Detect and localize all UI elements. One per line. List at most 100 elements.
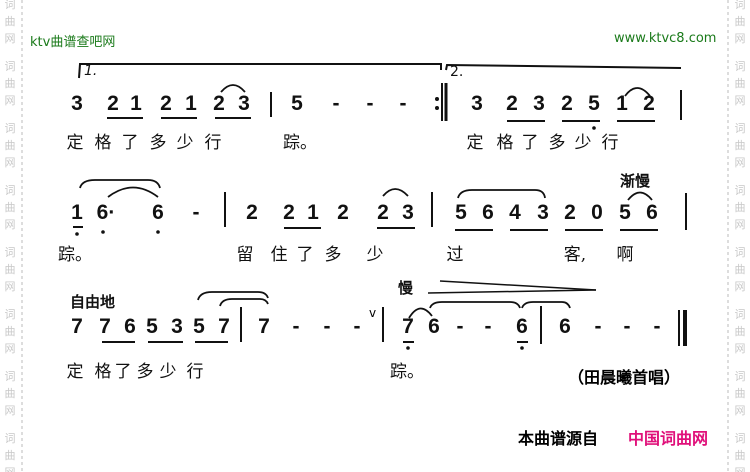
lyric-syllable: 踪。 <box>58 245 92 265</box>
breath-mark: v <box>369 306 377 320</box>
note: 4 <box>509 201 521 224</box>
note: 2 <box>160 92 172 115</box>
lyric-syllable: 行 <box>204 133 222 153</box>
note: 6 <box>646 201 658 224</box>
note: 3 <box>171 315 183 338</box>
side-watermark: 词曲网 <box>734 60 746 107</box>
site-url[interactable]: www.ktvc8.com <box>614 31 717 46</box>
volta-1-bracket <box>78 63 442 79</box>
lyric-syllable: 客, <box>563 245 587 265</box>
side-watermark: 词曲网 <box>4 246 16 293</box>
note: 2 <box>246 201 258 224</box>
lyric-syllable: 踪。 <box>283 133 317 153</box>
note: 2 <box>564 201 576 224</box>
note: 1 <box>185 92 197 115</box>
singer-credit: （田晨曦首唱） <box>568 368 681 387</box>
lyric-syllable: 行 <box>186 362 204 382</box>
note: 1 <box>307 201 319 224</box>
note: 7 <box>71 315 83 338</box>
note-dash: - <box>332 92 340 115</box>
lyric-syllable: 格 <box>94 133 112 153</box>
note: 7 <box>258 315 270 338</box>
lyric-syllable: 住 <box>270 245 288 265</box>
lyric-syllable: 格 <box>496 133 514 153</box>
note: 6 <box>428 315 440 338</box>
side-watermark: 词曲网 <box>4 184 16 231</box>
note: 5 <box>455 201 467 224</box>
note: 3 <box>71 92 83 115</box>
repeat-dot <box>435 97 439 101</box>
source-site-link[interactable]: 中国词曲网 <box>628 429 709 448</box>
note: 6 <box>124 315 136 338</box>
note: 5 <box>193 315 205 338</box>
note: 7 <box>218 315 230 338</box>
note: 1 <box>130 92 142 115</box>
note: 5 <box>146 315 158 338</box>
note: 1 <box>616 92 628 115</box>
tempo-mark-slow: 慢 <box>398 279 414 297</box>
decrescendo-hairpin <box>427 280 597 294</box>
side-watermark: 词曲网 <box>4 60 16 107</box>
lyric-syllable: 留 <box>236 245 254 265</box>
lyric-syllable: 了 <box>114 362 132 382</box>
lyric-syllable: 了 <box>121 133 139 153</box>
note-dash: - <box>623 315 631 338</box>
note: 1 <box>71 201 83 224</box>
lyric-syllable: 过 <box>446 245 464 265</box>
lyric-syllable: 多 <box>548 133 566 153</box>
note: 6 <box>559 315 571 338</box>
note: 7 <box>99 315 111 338</box>
lyric-syllable: 定 <box>66 362 84 382</box>
side-watermark: 词曲网 <box>4 370 16 417</box>
note: 3 <box>537 201 549 224</box>
side-watermark: 词曲网 <box>4 432 16 472</box>
site-name[interactable]: ktv曲谱查吧网 <box>30 35 116 50</box>
note-dash: - <box>456 315 464 338</box>
note: 2 <box>377 201 389 224</box>
note-dash: - <box>399 92 407 115</box>
note: 7 <box>402 315 414 338</box>
note: 6 <box>152 201 164 224</box>
note: 2 <box>107 92 119 115</box>
side-watermark: 词曲网 <box>734 432 746 472</box>
lyric-syllable: 少 <box>176 133 194 153</box>
side-watermark: 词曲网 <box>734 122 746 169</box>
side-watermark: 词曲网 <box>4 0 16 45</box>
lyric-syllable: 少 <box>574 133 592 153</box>
lyric-syllable: 了 <box>296 245 314 265</box>
lyric-syllable: 少 <box>159 362 177 382</box>
note-dash: - <box>323 315 331 338</box>
lyric-syllable: 多 <box>149 133 167 153</box>
note: 6 <box>516 315 528 338</box>
side-watermark: 词曲网 <box>4 308 16 355</box>
note-dash: - <box>366 92 374 115</box>
note: 3 <box>471 92 483 115</box>
note-dash: - <box>484 315 492 338</box>
lyric-syllable: 定 <box>66 133 84 153</box>
side-watermark: 词曲网 <box>734 370 746 417</box>
lyric-syllable: 定 <box>466 133 484 153</box>
note: 3 <box>402 201 414 224</box>
note-dash: - <box>353 315 361 338</box>
lyric-syllable: 多 <box>324 245 342 265</box>
lyric-syllable: 踪。 <box>390 362 424 382</box>
note: 5 <box>619 201 631 224</box>
volta-2-bracket <box>445 63 682 71</box>
lyric-syllable: 啊 <box>616 245 634 265</box>
note: 3 <box>238 92 250 115</box>
note: 2 <box>283 201 295 224</box>
side-watermark: 词曲网 <box>734 0 746 45</box>
note: 5 <box>588 92 600 115</box>
note: 2 <box>561 92 573 115</box>
lyric-syllable: 多 <box>136 362 154 382</box>
note: 2 <box>213 92 225 115</box>
note: 2 <box>643 92 655 115</box>
lyric-syllable: 少 <box>366 245 384 265</box>
note-dash: - <box>292 315 300 338</box>
volta-2-label: 2. <box>450 64 464 80</box>
volta-1-label: 1. <box>84 63 98 79</box>
side-watermark: 词曲网 <box>4 122 16 169</box>
note: 6 <box>482 201 494 224</box>
side-watermark: 词曲网 <box>734 184 746 231</box>
